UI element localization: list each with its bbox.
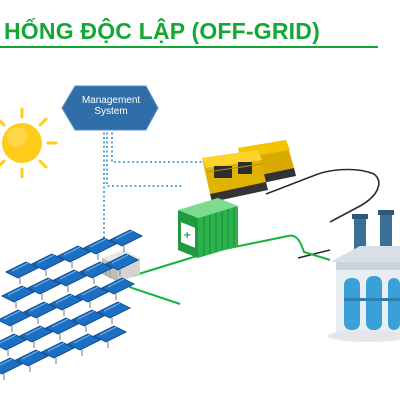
solar-panel-highlight (21, 350, 39, 360)
solar-panel (70, 309, 106, 327)
battery-icon: + (178, 198, 238, 258)
solar-panel (66, 333, 102, 351)
solar-panel (0, 333, 28, 351)
data-links (103, 128, 204, 250)
solar-panel (56, 245, 92, 263)
solar-panel-highlight (7, 286, 25, 296)
solar-panel (52, 269, 88, 287)
solar-panel (96, 301, 132, 319)
solar-panel-highlight (85, 262, 103, 272)
data-link-generator (111, 128, 204, 163)
solar-panel-highlight (77, 310, 95, 320)
solar-panel-highlight (103, 302, 121, 312)
generator-icon (202, 140, 296, 202)
solar-panel (0, 285, 36, 303)
factory-icon (328, 210, 400, 342)
solar-panel-highlight (47, 342, 65, 352)
data-link-battery (106, 128, 184, 187)
generator-cable (265, 168, 380, 223)
solar-panel (26, 277, 62, 295)
solar-panel (108, 229, 144, 247)
management-system-label-line2: System (94, 106, 128, 117)
page-title: HỐNG ĐỘC LẬP (OFF-GRID) (4, 18, 320, 44)
solar-panel-highlight (111, 254, 129, 264)
solar-panel-highlight (73, 334, 91, 344)
solar-panel (82, 237, 118, 255)
solar-panel-highlight (115, 230, 133, 240)
management-system-label-line1: Management (81, 95, 141, 106)
solar-panel-highlight (0, 358, 13, 366)
output-cables (265, 168, 380, 259)
solar-panel (44, 317, 80, 335)
solar-panel-highlight (11, 262, 29, 272)
solar-panel-highlight (37, 254, 55, 264)
solar-panel-highlight (3, 310, 21, 320)
solar-panel (92, 325, 128, 343)
solar-panel (78, 261, 114, 279)
solar-panel (18, 325, 54, 343)
inverter-to-factory-cable (131, 234, 331, 277)
solar-panel (100, 277, 136, 295)
solar-panel (48, 293, 84, 311)
solar-panel-highlight (107, 278, 125, 288)
solar-panel-highlight (89, 238, 107, 248)
solar-panel (4, 261, 40, 279)
solar-panel-highlight (33, 278, 51, 288)
solar-panel-highlight (25, 326, 43, 336)
solar-panel-highlight (99, 326, 117, 336)
sun-icon (0, 107, 58, 179)
solar-panel-highlight (63, 246, 81, 256)
management-system-label: Management System (66, 95, 156, 117)
solar-panel (104, 253, 140, 271)
solar-array-icon (0, 229, 144, 380)
solar-panel-highlight (59, 270, 77, 280)
solar-panel-highlight (51, 318, 69, 328)
solar-panel (14, 349, 50, 367)
solar-panel-highlight (81, 286, 99, 296)
solar-panel (74, 285, 110, 303)
solar-panel-highlight (29, 302, 47, 312)
factory-cable (297, 249, 331, 259)
solar-panel-highlight (0, 334, 17, 344)
management-system-icon (61, 85, 159, 131)
solar-panel (40, 341, 76, 359)
solar-panel (30, 253, 66, 271)
title-underline (0, 46, 378, 48)
solar-panel (22, 301, 58, 319)
solar-panel-highlight (55, 294, 73, 304)
svg-text:+: + (183, 230, 191, 241)
solar-panel (0, 309, 32, 327)
